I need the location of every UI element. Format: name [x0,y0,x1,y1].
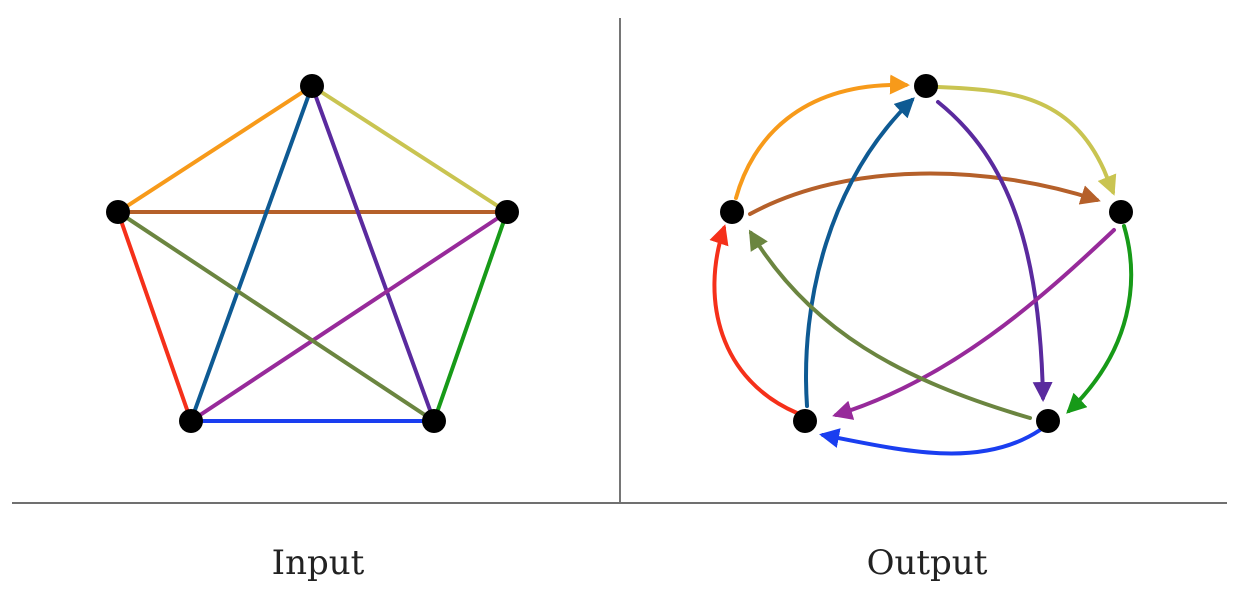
output-node-right [1109,200,1133,224]
output-graph-panel [709,74,1134,456]
output-arc-top-to-bottom-right [936,100,1053,402]
output-node-bottom-left [793,409,817,433]
input-edge-top-bottom-left [189,84,314,423]
input-node-right [495,200,519,224]
input-node-left [106,200,130,224]
output-node-left [720,200,744,224]
input-edge-left-bottom-right [116,210,436,423]
input-caption: Input [272,543,365,583]
output-arc-right-to-bottom-left [832,228,1116,420]
output-arc-right-to-bottom-right [1066,224,1134,414]
output-arc-left-to-right [748,171,1101,216]
output-arc-left-to-top [734,74,910,200]
input-edge-right-bottom-left [189,210,509,423]
input-nodes [106,74,519,433]
output-arcs [709,74,1134,456]
output-nodes [720,74,1133,433]
output-arc-bottom-left-to-left [709,224,799,415]
input-edge-top-left [116,84,314,214]
output-arc-bottom-right-to-left [748,229,1032,420]
input-graph-panel [106,74,519,433]
input-edge-left-bottom-left [116,210,193,423]
input-edges [116,84,509,423]
input-node-top [300,74,324,98]
input-node-bottom-left [179,409,203,433]
input-edge-top-bottom-right [310,84,436,423]
input-edge-right-bottom-right [432,210,509,423]
input-edge-top-right [310,84,509,214]
output-arc-bottom-left-to-top [804,97,915,408]
output-arc-top-to-right [936,85,1117,196]
input-node-bottom-right [422,409,446,433]
output-node-top [914,74,938,98]
output-caption: Output [867,543,988,583]
output-node-bottom-right [1036,409,1060,433]
output-arc-bottom-right-to-bottom-left [819,428,1042,456]
